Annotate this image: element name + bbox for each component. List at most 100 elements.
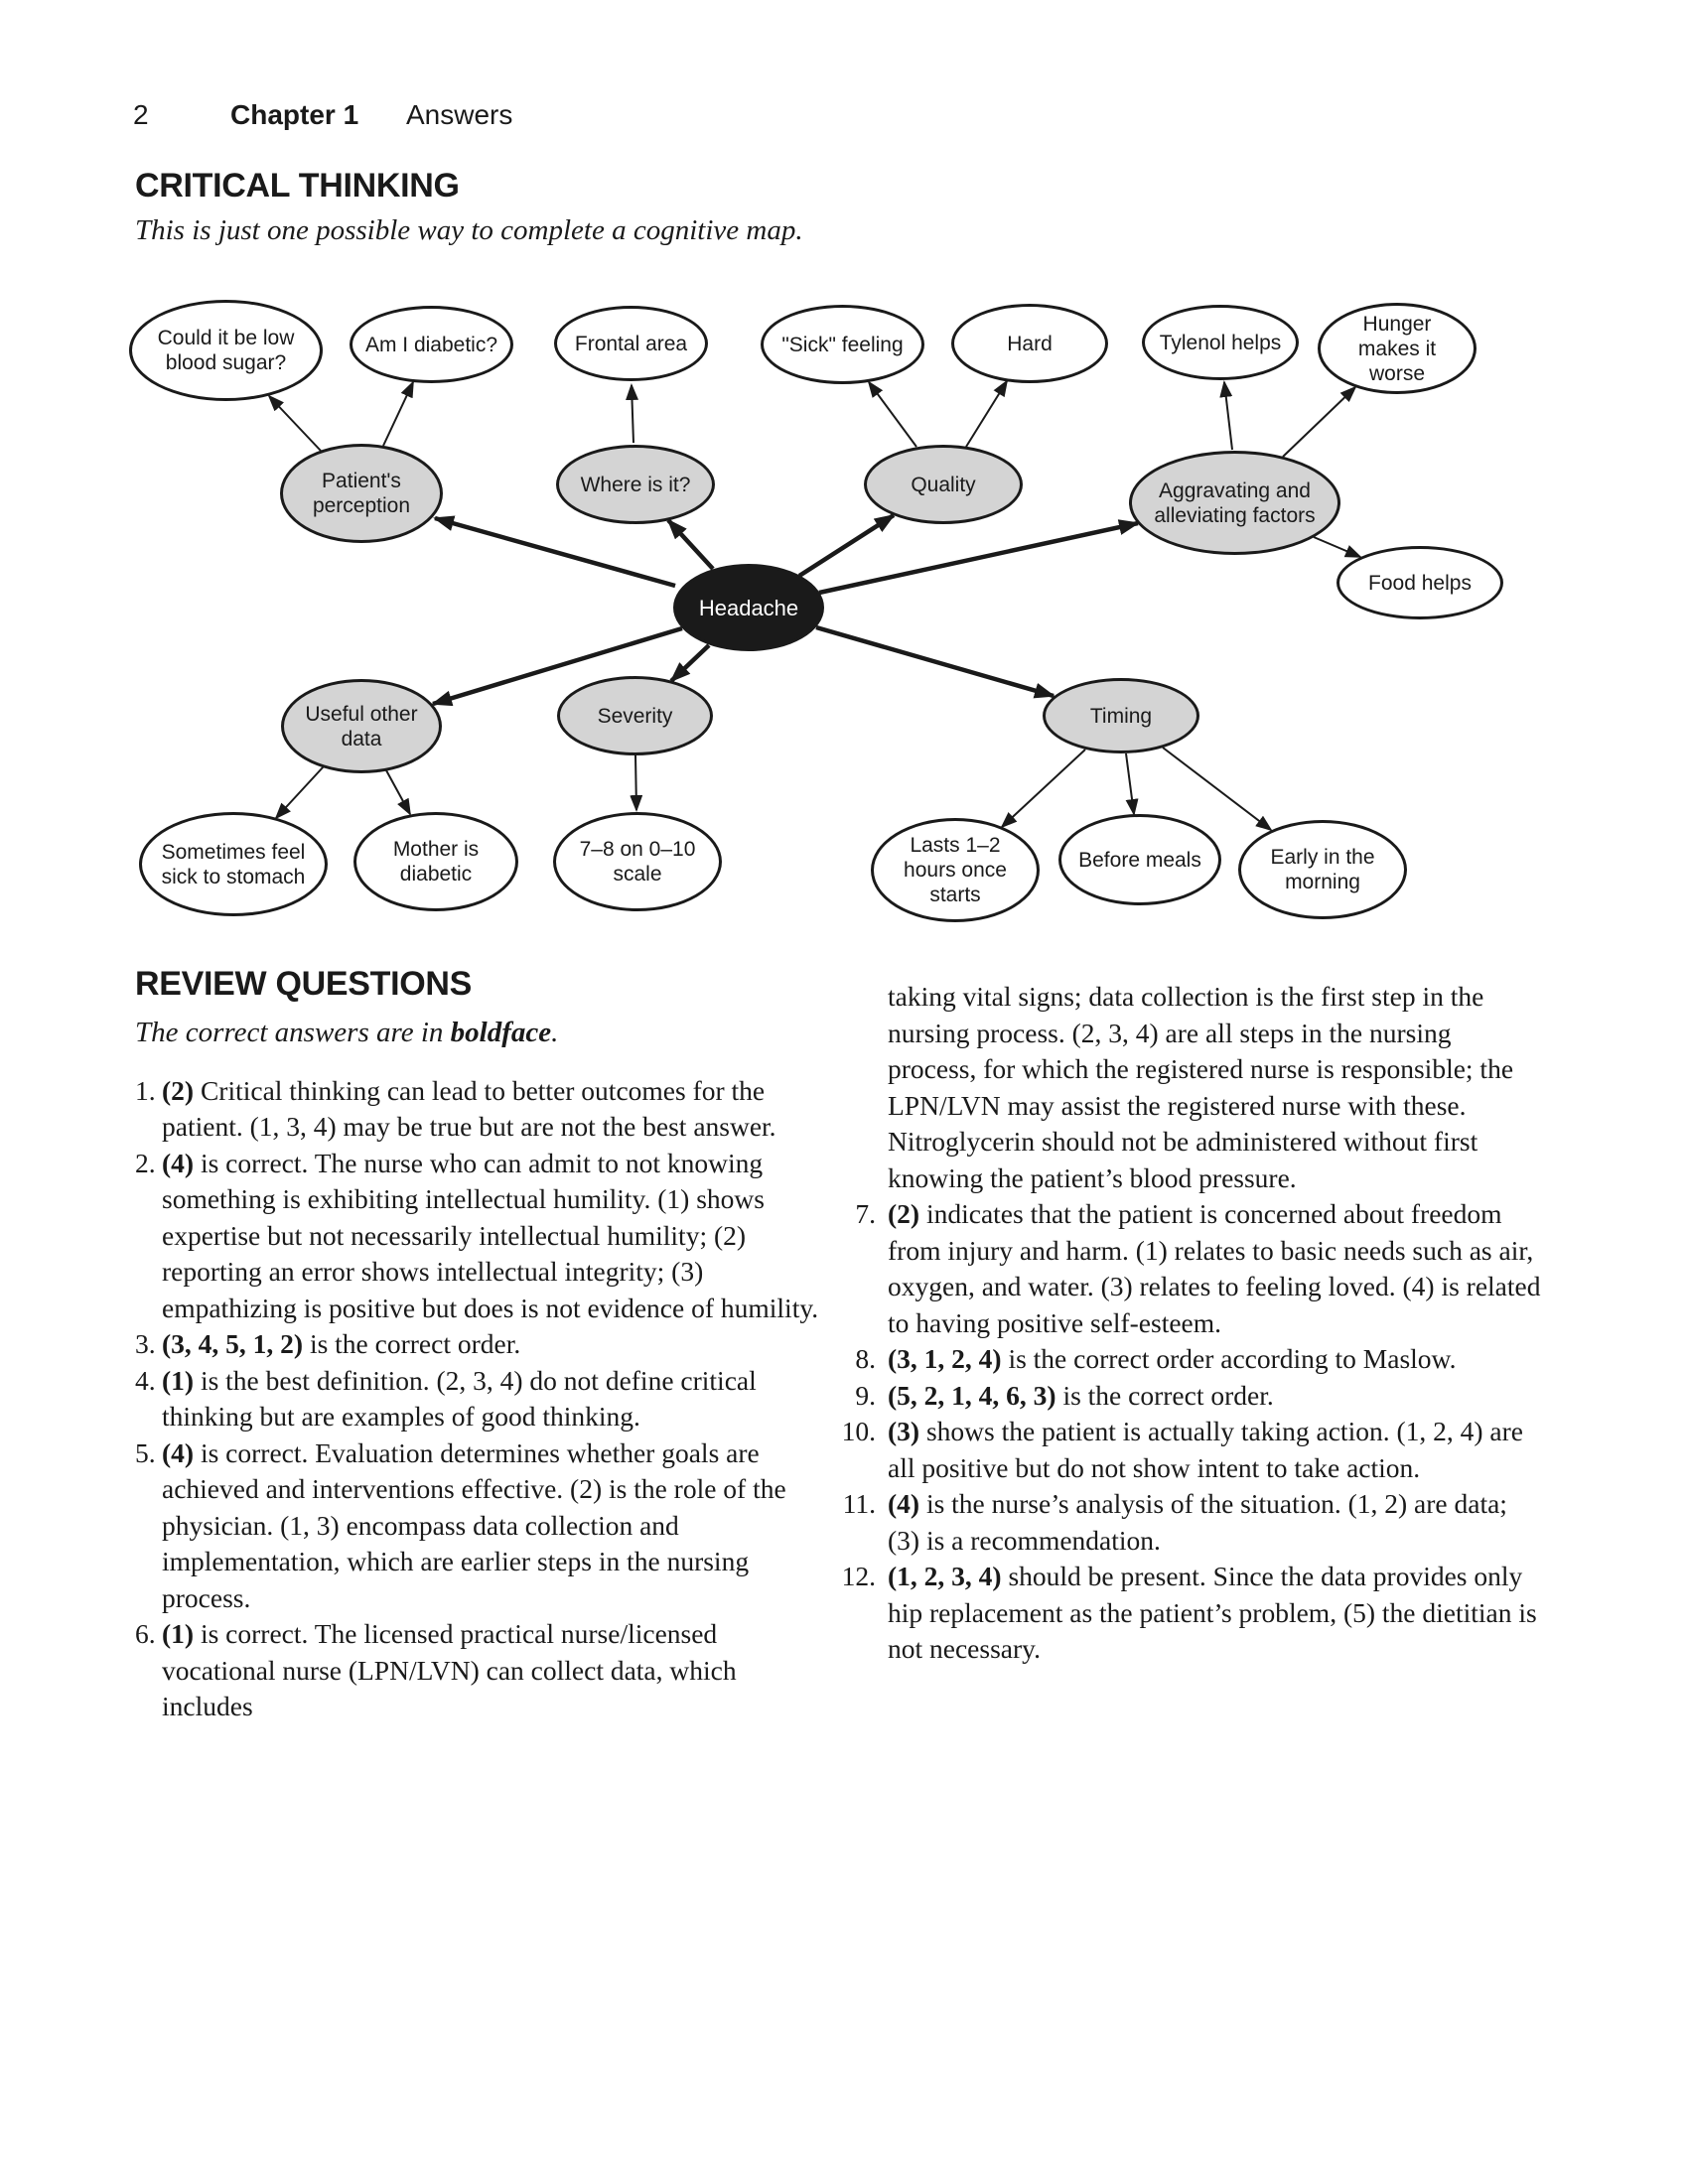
arrow-aggravating-tylenol	[1219, 380, 1233, 451]
map-intro-text: This is just one possible way to complet…	[135, 214, 803, 246]
item-text: indicates that the patient is concerned …	[888, 1198, 1541, 1338]
item-answer: (3, 1, 2, 4)	[888, 1343, 1002, 1374]
item-answer: (5, 2, 1, 4, 6, 3)	[888, 1379, 1056, 1411]
item-number: 11.	[842, 1488, 876, 1519]
item-answer: (4)	[162, 1147, 195, 1178]
node-mother-is-diabetic: Mother is diabetic	[353, 812, 518, 911]
node-hard: Hard	[951, 304, 1108, 383]
item-number: 3.	[135, 1328, 156, 1359]
node-label: Could it be low blood sugar?	[157, 327, 295, 374]
node-label: Headache	[698, 595, 799, 620]
chapter-label: Chapter 1	[230, 99, 359, 130]
item-number: 1.	[135, 1074, 156, 1106]
node-quality: Quality	[864, 445, 1023, 524]
node-label: Am I diabetic?	[364, 333, 498, 356]
arrow-quality-sick-feeling	[867, 380, 917, 448]
node-label: Timing	[1089, 704, 1153, 728]
arrow-headache-where-is-it	[666, 518, 715, 571]
item-text: is the best definition. (2, 3, 4) do not…	[162, 1364, 757, 1433]
review-item-3: 3.(3, 4, 5, 1, 2) is the correct order.	[135, 1326, 825, 1363]
node-label: Before meals	[1078, 848, 1201, 872]
node-label: Quality	[911, 473, 976, 496]
arrow-useful-sometimes-sick	[274, 765, 325, 820]
item-text: Critical thinking can lead to better out…	[162, 1074, 776, 1143]
review-item-6: 6.(1) is correct. The licensed practical…	[135, 1616, 825, 1725]
item-number: 12.	[841, 1561, 876, 1591]
arrow-perception-am-i-diabetic	[382, 380, 414, 447]
review-column-left: The correct answers are in boldface. 1.(…	[135, 1015, 825, 1725]
item-number: 7.	[855, 1198, 876, 1229]
node-label: "Sick" feeling	[781, 333, 904, 356]
review-item-6-continuation: taking vital signs; data collection is t…	[888, 981, 1514, 1193]
node-label: Mother is diabetic	[392, 838, 480, 886]
node-label: Hunger makes it worse	[1357, 312, 1437, 385]
running-head: 2 Chapter 1 Answers	[0, 99, 1688, 135]
review-item-12: 12. (1, 2, 3, 4) should be present. Since…	[839, 1559, 1542, 1668]
node-7-8-on-0-10-scale: 7–8 on 0–10 scale	[553, 812, 722, 911]
node-where-is-it: Where is it?	[556, 445, 715, 524]
item-answer: (1, 2, 3, 4)	[888, 1561, 1002, 1591]
review-questions-heading: REVIEW QUESTIONS	[135, 965, 473, 1003]
item-answer: (2)	[162, 1074, 195, 1106]
arrow-headache-aggravating	[818, 519, 1140, 596]
item-text: is the correct order according to Maslow…	[1001, 1343, 1457, 1374]
item-text: is the correct order.	[303, 1328, 521, 1359]
review-intro-suffix: .	[551, 1017, 559, 1048]
arrow-aggravating-hunger	[1282, 385, 1357, 458]
arrow-where-frontal-area	[626, 383, 639, 444]
item-text: shows the patient is actually taking act…	[888, 1416, 1523, 1483]
item-text: is correct. The licensed practical nurse…	[162, 1618, 737, 1721]
review-item-11: 11.(4) is the nurse’s analysis of the si…	[839, 1486, 1542, 1559]
node-label: Lasts 1–2 hours once starts	[904, 834, 1007, 906]
review-item-4: 4.(1) is the best definition. (2, 3, 4) …	[135, 1363, 825, 1435]
item-text: should be present. Since the data provid…	[888, 1561, 1537, 1664]
node-food-helps: Food helps	[1336, 546, 1503, 619]
arrow-severity-scale	[630, 754, 643, 812]
critical-thinking-heading: CRITICAL THINKING	[135, 167, 460, 205]
item-number: 4.	[135, 1364, 156, 1396]
node-lasts-1-2-hours-once-starts: Lasts 1–2 hours once starts	[871, 818, 1040, 922]
arrow-useful-mother-diabetic	[385, 769, 411, 816]
node-label: Early in the morning	[1270, 846, 1375, 893]
review-item-2: 2.(4) is correct. The nurse who can admi…	[135, 1146, 825, 1327]
node-severity: Severity	[557, 676, 713, 755]
node-tylenol-helps: Tylenol helps	[1142, 305, 1299, 380]
node-timing: Timing	[1043, 678, 1199, 753]
node-label: Patient's perception	[312, 470, 411, 517]
node-frontal-area: Frontal area	[554, 306, 708, 381]
node-label: Severity	[597, 704, 673, 728]
arrow-headache-severity	[669, 643, 711, 683]
node-patients-perception: Patient's perception	[280, 444, 443, 543]
node-headache: Headache	[673, 564, 824, 651]
section-label: Answers	[406, 99, 513, 130]
arrow-timing-before-meals	[1125, 752, 1139, 816]
cognitive-map: Could it be low blood sugar? Am I diabet…	[0, 0, 1688, 953]
node-label: Hard	[1007, 332, 1053, 355]
item-number: 8.	[855, 1343, 876, 1374]
arrow-perception-low-blood-sugar	[267, 394, 322, 452]
review-item-1: 1.(2) Critical thinking can lead to bett…	[135, 1073, 825, 1146]
item-answer: (4)	[162, 1436, 195, 1468]
node-could-it-be-low-blood-sugar: Could it be low blood sugar?	[129, 300, 323, 401]
item-number: 6.	[135, 1618, 156, 1649]
item-number: 2.	[135, 1147, 156, 1178]
node-sick-feeling: "Sick" feeling	[761, 305, 924, 384]
review-intro-boldface: boldface	[450, 1017, 552, 1048]
item-text: is correct. Evaluation determines whethe…	[162, 1436, 786, 1613]
arrow-timing-early-morning	[1162, 747, 1273, 832]
review-item-10: 10.(3) shows the patient is actually tak…	[839, 1414, 1542, 1486]
arrow-aggravating-food-helps	[1313, 536, 1362, 558]
node-am-i-diabetic: Am I diabetic?	[350, 306, 513, 383]
item-answer: (2)	[888, 1198, 920, 1229]
node-label: Food helps	[1368, 571, 1472, 595]
node-sometimes-feel-sick-to-stomach: Sometimes feel sick to stomach	[139, 812, 328, 916]
node-label: Useful other data	[305, 702, 418, 751]
arrow-headache-useful-other-data	[431, 625, 683, 707]
node-label: Frontal area	[574, 332, 688, 355]
item-number: 10.	[841, 1416, 876, 1446]
page-number: 2	[133, 99, 149, 130]
item-answer: (1)	[162, 1618, 195, 1649]
item-text: is correct. The nurse who can admit to n…	[162, 1147, 819, 1323]
review-column-right: taking vital signs; data collection is t…	[839, 979, 1542, 1668]
item-answer: (1)	[162, 1364, 195, 1396]
